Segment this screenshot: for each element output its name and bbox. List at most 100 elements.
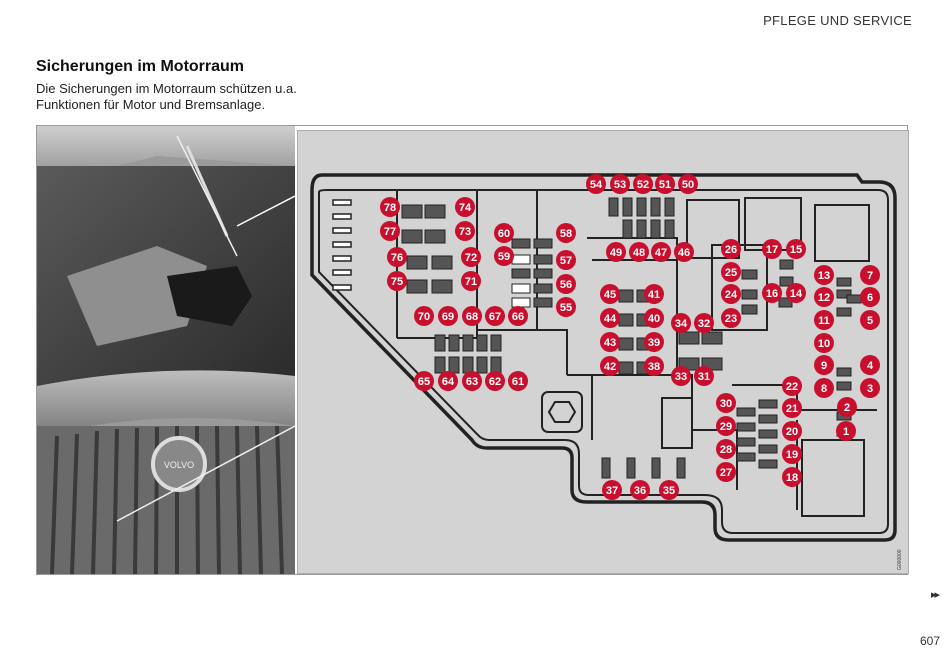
fuse-marker-13: 13 [814,265,834,285]
fuse-marker-39: 39 [644,332,664,352]
fuse-marker-31: 31 [694,366,714,386]
engine-bay-photo: VOLVO [37,126,295,574]
fuse-marker-52: 52 [633,174,653,194]
fuse-marker-circle [644,332,664,352]
fuse-marker-label: 39 [648,337,660,349]
fuse-marker-27: 27 [716,462,736,482]
fuse-marker-circle [508,306,528,326]
fuse-marker-circle [716,393,736,413]
fuse-marker-60: 60 [494,223,514,243]
fuse-marker-circle [786,283,806,303]
fuse-marker-label: 65 [418,376,430,388]
fuse-marker-label: 18 [786,472,798,484]
fuse-marker-55: 55 [556,297,576,317]
fuse-marker-circle [694,366,714,386]
fuse-marker-24: 24 [721,284,741,304]
fuse-marker-circle [600,308,620,328]
fuse-marker-20: 20 [782,421,802,441]
fuse-marker-21: 21 [782,398,802,418]
fuse-marker-circle [860,378,880,398]
fuse-marker-label: 3 [867,383,873,395]
fuse-marker-62: 62 [485,371,505,391]
fuse-marker-circle [721,239,741,259]
fuse-marker-label: 75 [391,276,403,288]
fuse-marker-label: 71 [465,276,477,288]
fuse-marker-64: 64 [438,371,458,391]
fuse-marker-label: 4 [867,360,874,372]
fuse-marker-40: 40 [644,308,664,328]
fuse-marker-circle [671,313,691,333]
fuse-marker-75: 75 [387,271,407,291]
fuse-marker-circle [461,247,481,267]
fuse-marker-circle [494,223,514,243]
fuse-marker-circle [461,271,481,291]
fuse-marker-circle [786,239,806,259]
fuse-marker-68: 68 [462,306,482,326]
fuse-marker-12: 12 [814,287,834,307]
fuse-marker-circle [721,308,741,328]
fuse-marker-circle [633,174,653,194]
fuse-marker-71: 71 [461,271,481,291]
fuse-marker-label: 28 [720,444,732,456]
fuse-marker-50: 50 [678,174,698,194]
fuse-marker-circle [814,333,834,353]
fuse-marker-circle [721,262,741,282]
fuse-marker-circle [814,287,834,307]
fuse-marker-70: 70 [414,306,434,326]
fuse-marker-44: 44 [600,308,620,328]
fuse-marker-label: 40 [648,313,660,325]
fuse-marker-circle [494,246,514,266]
fuse-marker-circle [630,480,650,500]
fuse-marker-label: 23 [725,313,737,325]
fuse-marker-54: 54 [586,174,606,194]
intro-line-1: Die Sicherungen im Motorraum schützen u.… [36,81,297,96]
fuse-marker-circle [674,242,694,262]
fuse-marker-circle [644,356,664,376]
fuse-marker-15: 15 [786,239,806,259]
fuse-marker-circle [438,306,458,326]
next-page-icon[interactable]: ▸▸ [930,589,940,601]
fuse-marker-label: 49 [610,247,622,259]
fuse-marker-label: 58 [560,228,572,240]
fuse-marker-label: 43 [604,337,616,349]
fuse-marker-label: 59 [498,251,510,263]
fuse-marker-circle [860,265,880,285]
fuse-marker-circle [600,356,620,376]
fuse-marker-23: 23 [721,308,741,328]
fuse-marker-circle [600,284,620,304]
fuse-marker-7: 7 [860,265,880,285]
fuse-marker-circle [600,332,620,352]
fuse-marker-33: 33 [671,366,691,386]
fuse-marker-label: 26 [725,244,737,256]
fuse-marker-label: 47 [655,247,667,259]
fuse-marker-label: 11 [818,315,830,327]
fuse-marker-circle [782,467,802,487]
fuse-marker-34: 34 [671,313,691,333]
fuse-marker-circle [814,378,834,398]
fuse-marker-36: 36 [630,480,650,500]
fuse-marker-label: 35 [663,485,675,497]
fuse-marker-label: 54 [590,179,603,191]
fuse-marker-label: 33 [675,371,687,383]
fuse-marker-circle [556,223,576,243]
fuse-marker-label: 56 [560,279,572,291]
fuse-marker-circle [782,421,802,441]
fuse-marker-35: 35 [659,480,679,500]
fuse-marker-label: 25 [725,267,737,279]
fuse-marker-circle [782,444,802,464]
fuse-marker-67: 67 [485,306,505,326]
fuse-marker-label: 13 [818,270,830,282]
fuse-marker-41: 41 [644,284,664,304]
fuse-marker-label: 53 [614,179,626,191]
fuse-marker-38: 38 [644,356,664,376]
fuse-marker-label: 38 [648,361,660,373]
page-number: 607 [919,634,940,648]
fuse-marker-73: 73 [455,221,475,241]
fuse-marker-9: 9 [814,355,834,375]
fuse-marker-label: 2 [844,402,850,414]
fuse-marker-63: 63 [462,371,482,391]
section-header: PFLEGE UND SERVICE [763,13,912,28]
fuse-marker-label: 60 [498,228,510,240]
fuse-marker-label: 67 [489,311,501,323]
